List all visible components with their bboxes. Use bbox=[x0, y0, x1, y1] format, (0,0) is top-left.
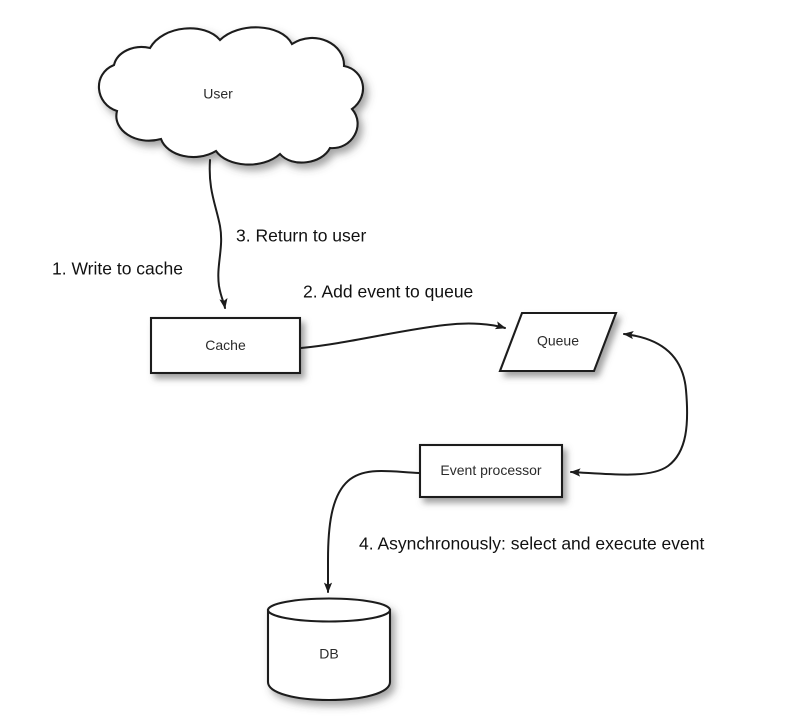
node-event-processor[interactable]: Event processor bbox=[418, 443, 564, 499]
edge-label-step-4: 4. Asynchronously: select and execute ev… bbox=[359, 534, 704, 554]
edge-label-step-3: 3. Return to user bbox=[236, 226, 367, 246]
edge-event-processor-to-db[interactable] bbox=[323, 469, 420, 594]
node-cache[interactable]: Cache bbox=[149, 316, 302, 375]
node-cache-label: Cache bbox=[205, 337, 246, 353]
edge-queue-event-processor[interactable] bbox=[570, 330, 689, 477]
edge-cache-to-queue[interactable] bbox=[300, 321, 506, 349]
node-db-label: DB bbox=[319, 646, 338, 662]
node-queue-label: Queue bbox=[537, 333, 579, 349]
node-event-processor-label: Event processor bbox=[440, 462, 541, 478]
node-db[interactable]: DB bbox=[266, 597, 392, 702]
node-user[interactable]: User bbox=[97, 26, 365, 166]
edge-user-to-cache[interactable] bbox=[208, 159, 228, 309]
node-user-label: User bbox=[203, 86, 233, 102]
node-queue[interactable]: Queue bbox=[498, 311, 618, 373]
edge-label-step-2: 2. Add event to queue bbox=[303, 282, 473, 302]
edge-label-step-1: 1. Write to cache bbox=[52, 259, 183, 279]
